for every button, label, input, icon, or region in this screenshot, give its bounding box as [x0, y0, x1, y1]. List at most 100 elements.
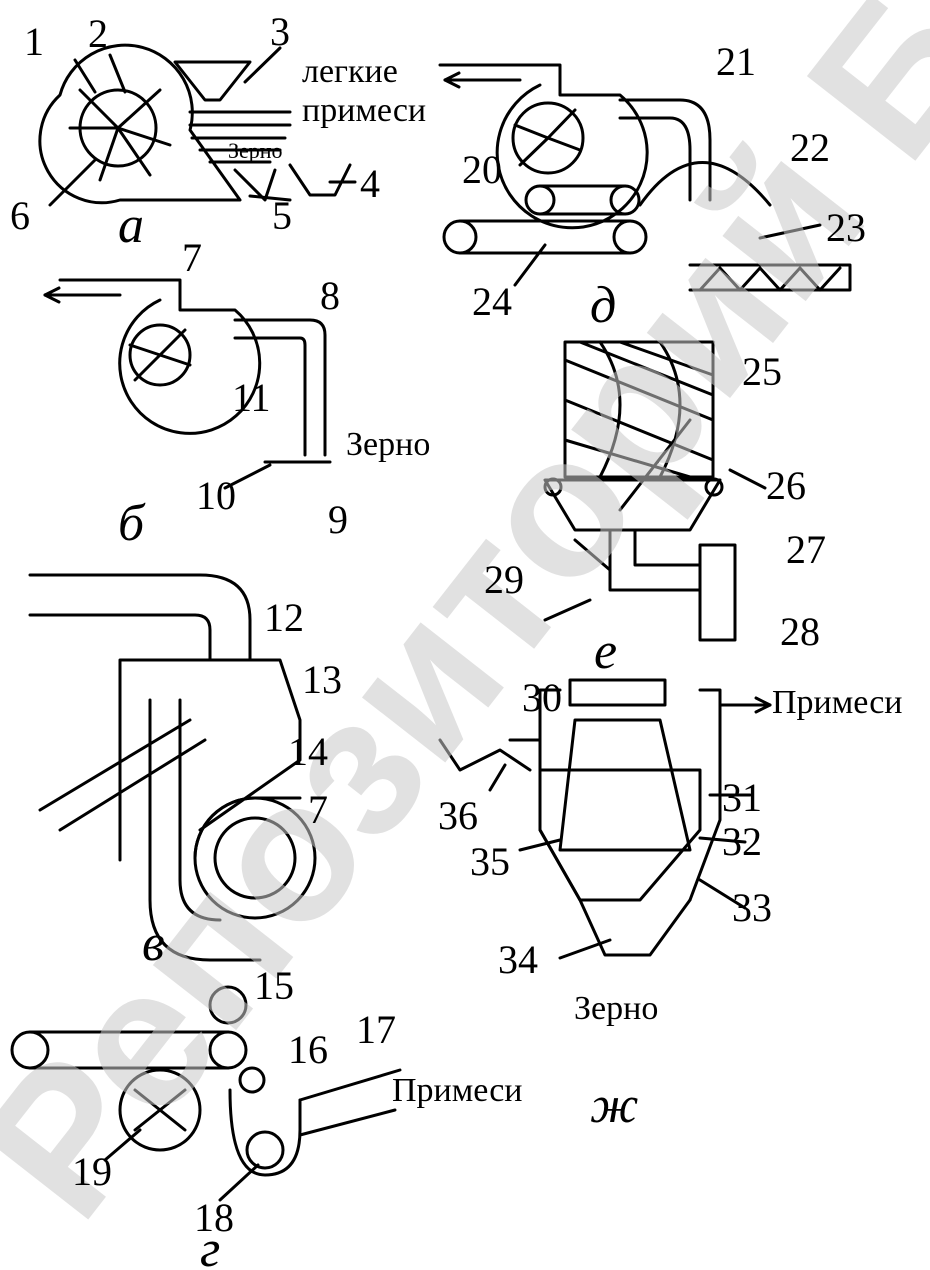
rotor-blade	[116, 126, 152, 177]
fan-rotor-d	[511, 101, 585, 175]
label-6: 6	[10, 193, 30, 238]
label-7: 7	[182, 235, 202, 280]
drum-mesh	[563, 340, 715, 479]
cylinder-31	[558, 718, 692, 852]
panel-letter-e: е	[594, 623, 618, 680]
label-9: 9	[328, 497, 348, 542]
hopper-34	[578, 898, 692, 957]
label-17: 17	[356, 1007, 396, 1052]
panel-e-drawing	[543, 340, 767, 642]
leader-line	[248, 194, 292, 202]
leader-line	[558, 938, 612, 960]
label-12: 12	[264, 595, 304, 640]
leader-line	[223, 463, 272, 490]
panel-letter-a: а	[118, 197, 144, 254]
drum-mesh	[598, 340, 682, 479]
panel-b-drawing	[43, 278, 332, 490]
label-14: 14	[288, 729, 328, 774]
panel-letter-zh: ж	[590, 1077, 639, 1134]
funnel-26	[543, 478, 722, 532]
label-13: 13	[302, 657, 342, 702]
leader-line	[243, 46, 282, 84]
rotor-blade	[98, 126, 120, 182]
rotor-blade	[116, 88, 162, 130]
auger-23	[698, 266, 842, 292]
label-10: 10	[196, 473, 236, 518]
rotor-blade	[78, 88, 120, 130]
panel-d-drawing	[438, 63, 852, 292]
label-26: 26	[766, 463, 806, 508]
label-24: 24	[472, 279, 512, 324]
rotor-blade	[116, 126, 172, 147]
belt-pulley	[442, 219, 478, 255]
arrowhead	[443, 71, 461, 89]
roller-15	[208, 985, 248, 1025]
leader-line	[218, 1163, 260, 1202]
fan-scroll	[193, 796, 302, 860]
label-28: 28	[780, 609, 820, 654]
rotor-blade	[158, 1088, 187, 1112]
label-25: 25	[742, 349, 782, 394]
bin-grain-a	[233, 168, 277, 202]
leader-line	[758, 223, 822, 240]
label-20: 20	[462, 147, 502, 192]
grain-label-b: Зерно	[346, 426, 431, 463]
label-16: 16	[288, 1027, 328, 1072]
panel-letter-v: в	[142, 915, 165, 972]
leader-line	[728, 468, 767, 490]
rotor-blade	[133, 1108, 162, 1132]
rotor-blade	[158, 328, 187, 357]
fan-19	[118, 1068, 202, 1152]
rotor-blade	[133, 1088, 162, 1112]
air-channel-b	[233, 318, 327, 457]
leader-line	[73, 58, 97, 94]
impurity-trough-g	[298, 1068, 402, 1137]
fan-housing-d	[438, 63, 649, 230]
impurities-label-zh: Примеси	[772, 684, 903, 721]
label-15: 15	[254, 963, 294, 1008]
bin-light-a	[288, 163, 352, 197]
label-36: 36	[438, 793, 478, 838]
fan-rotor-b	[128, 323, 192, 387]
label-3: 3	[270, 9, 290, 54]
chamber-v	[118, 658, 302, 862]
label-27: 27	[786, 527, 826, 572]
label-32: 32	[722, 819, 762, 864]
duct-to-fan-v	[148, 698, 262, 962]
grain-label-a: Зерно	[228, 138, 283, 163]
leader-line	[48, 158, 97, 207]
arrowhead	[754, 696, 772, 714]
label-11: 11	[232, 375, 271, 420]
leader-line	[103, 1128, 142, 1162]
label-19: 19	[72, 1149, 112, 1194]
roller-16	[238, 1066, 266, 1094]
leader-line	[513, 243, 547, 287]
valve	[543, 477, 563, 497]
channel-g	[228, 1088, 302, 1177]
label-1: 1	[24, 19, 44, 64]
hood-22	[638, 161, 772, 207]
separator-28	[698, 543, 737, 642]
panel-zh-drawing	[438, 678, 772, 960]
auger-trough-23	[688, 263, 852, 292]
label-29: 29	[484, 557, 524, 602]
leader-line	[518, 838, 562, 852]
panel-g-drawing	[10, 985, 402, 1202]
rotor-blade	[133, 353, 162, 382]
feed-tray-36	[438, 738, 532, 772]
label-33: 33	[732, 885, 772, 930]
rotor-blade	[128, 343, 162, 357]
grain-label-zh: Зерно	[574, 990, 659, 1027]
belt-pulley	[612, 219, 648, 255]
impurities-label-g: Примеси	[392, 1072, 523, 1109]
fan-housing-a	[38, 43, 242, 205]
top-cap-30	[568, 678, 667, 707]
label-21: 21	[716, 39, 756, 84]
label-8: 8	[320, 273, 340, 318]
belt-pulley	[609, 184, 641, 216]
top-duct-v	[28, 573, 252, 662]
belt-pulley	[524, 184, 556, 216]
leader-line	[108, 53, 127, 94]
